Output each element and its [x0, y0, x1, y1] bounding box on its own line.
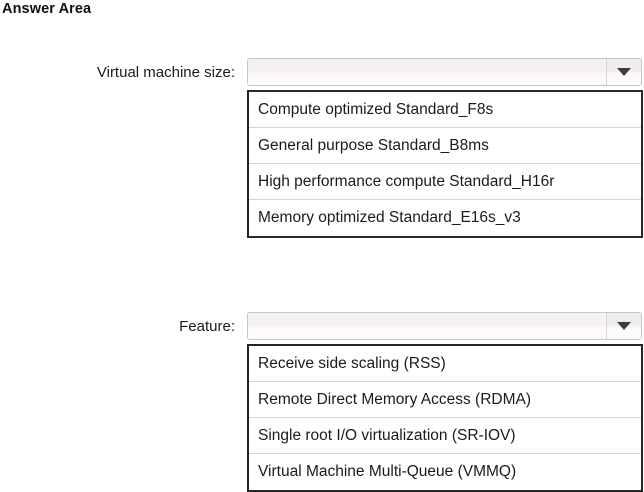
list-item[interactable]: Compute optimized Standard_F8s	[249, 92, 641, 128]
feature-dropdown-button[interactable]	[606, 313, 641, 339]
list-item[interactable]: Memory optimized Standard_E16s_v3	[249, 200, 641, 236]
feature-combobox[interactable]	[247, 312, 642, 340]
label-virtual-machine-size: Virtual machine size:	[96, 64, 235, 81]
list-item[interactable]: Remote Direct Memory Access (RDMA)	[249, 382, 641, 418]
list-item[interactable]: General purpose Standard_B8ms	[249, 128, 641, 164]
list-item[interactable]: Single root I/O virtualization (SR-IOV)	[249, 418, 641, 454]
feature-option-list[interactable]: Receive side scaling (RSS) Remote Direct…	[247, 344, 643, 492]
label-feature: Feature:	[179, 318, 235, 335]
virtual-machine-size-dropdown-button[interactable]	[606, 59, 641, 85]
chevron-down-icon	[617, 322, 631, 330]
page-title: Answer Area	[2, 1, 92, 17]
chevron-down-icon	[617, 68, 631, 76]
list-item[interactable]: High performance compute Standard_H16r	[249, 164, 641, 200]
virtual-machine-size-combobox[interactable]	[247, 58, 642, 86]
list-item[interactable]: Receive side scaling (RSS)	[249, 346, 641, 382]
feature-selected-value[interactable]	[248, 313, 606, 339]
virtual-machine-size-selected-value[interactable]	[248, 59, 606, 85]
list-item[interactable]: Virtual Machine Multi-Queue (VMMQ)	[249, 454, 641, 490]
virtual-machine-size-option-list[interactable]: Compute optimized Standard_F8s General p…	[247, 90, 643, 238]
